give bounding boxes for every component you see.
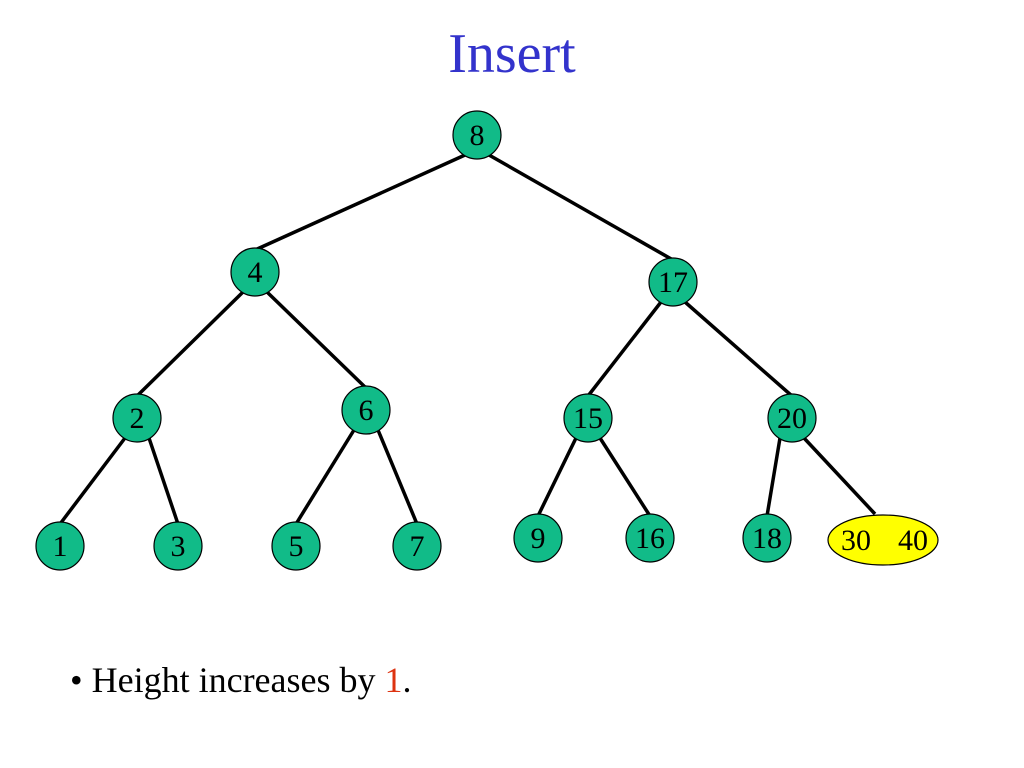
tree-edge bbox=[135, 290, 245, 398]
tree-edge bbox=[147, 437, 180, 525]
tree-node: 9 bbox=[513, 513, 563, 563]
tree-edge bbox=[536, 437, 578, 517]
tree-edge bbox=[376, 429, 419, 525]
tree-edge bbox=[488, 153, 674, 262]
node-shape bbox=[742, 513, 792, 563]
node-shape bbox=[767, 393, 817, 443]
bullet-point: • Height increases by 1. bbox=[70, 658, 412, 702]
node-shape bbox=[271, 521, 321, 571]
node-key: 16 bbox=[635, 522, 665, 555]
node-shape bbox=[513, 513, 563, 563]
node-shape bbox=[392, 521, 442, 571]
tree-node: 20 bbox=[767, 393, 817, 443]
node-shape bbox=[648, 257, 698, 307]
tree-node: 5 bbox=[271, 521, 321, 571]
node-shape bbox=[230, 247, 280, 297]
node-shape bbox=[563, 393, 613, 443]
node-shape bbox=[827, 514, 939, 566]
node-shape bbox=[341, 385, 391, 435]
tree-edge bbox=[683, 300, 794, 398]
node-key: 6 bbox=[359, 394, 374, 427]
tree-edge bbox=[58, 436, 127, 526]
node-shape bbox=[112, 393, 162, 443]
tree-node: 16 bbox=[625, 513, 675, 563]
tree-node: 7 bbox=[392, 521, 442, 571]
node-key: 18 bbox=[752, 522, 782, 555]
bullet-highlight-value: 1 bbox=[384, 660, 403, 700]
bullet-marker: • bbox=[70, 660, 83, 700]
bullet-suffix: . bbox=[402, 660, 412, 700]
tree-edges bbox=[58, 153, 877, 526]
node-shape bbox=[35, 521, 85, 571]
slide-title: Insert bbox=[448, 23, 576, 85]
tree-node: 6 bbox=[341, 385, 391, 435]
tree-edge bbox=[254, 153, 466, 252]
node-shape bbox=[625, 513, 675, 563]
node-key: 9 bbox=[531, 522, 546, 555]
node-key: 15 bbox=[573, 402, 603, 435]
tree-edge bbox=[265, 290, 368, 390]
tree-edge bbox=[598, 437, 652, 517]
tree-node: 8 bbox=[452, 110, 502, 160]
node-key: 2 bbox=[130, 402, 145, 435]
tree-edge bbox=[586, 300, 663, 398]
tree-edge bbox=[294, 429, 356, 525]
tree-node: 3 bbox=[153, 521, 203, 571]
tree-node: 2 bbox=[112, 393, 162, 443]
node-key: 3 bbox=[171, 530, 186, 563]
tree-node: 1 bbox=[35, 521, 85, 571]
node-shape bbox=[452, 110, 502, 160]
tree-edge bbox=[802, 436, 877, 516]
node-key: 5 bbox=[289, 530, 304, 563]
tree-node-highlighted: 30 40 bbox=[827, 514, 939, 566]
node-key: 8 bbox=[470, 119, 485, 152]
node-key: 4 bbox=[248, 256, 263, 289]
bullet-text: Height increases by bbox=[91, 660, 385, 700]
node-key: 40 bbox=[898, 524, 928, 557]
node-shape bbox=[153, 521, 203, 571]
node-key: 7 bbox=[410, 530, 425, 563]
tree-node: 17 bbox=[648, 257, 698, 307]
node-key: 30 bbox=[841, 524, 871, 557]
tree-node: 4 bbox=[230, 247, 280, 297]
tree-nodes: 1 3 2 5 7 6 4 9 16 15 18 30 40 20 17 8 bbox=[35, 110, 939, 571]
tree-node: 18 bbox=[742, 513, 792, 563]
node-key: 20 bbox=[777, 402, 807, 435]
tree-edge bbox=[765, 437, 782, 517]
tree-node: 15 bbox=[563, 393, 613, 443]
node-key: 17 bbox=[658, 266, 688, 299]
node-key: 1 bbox=[53, 530, 68, 563]
